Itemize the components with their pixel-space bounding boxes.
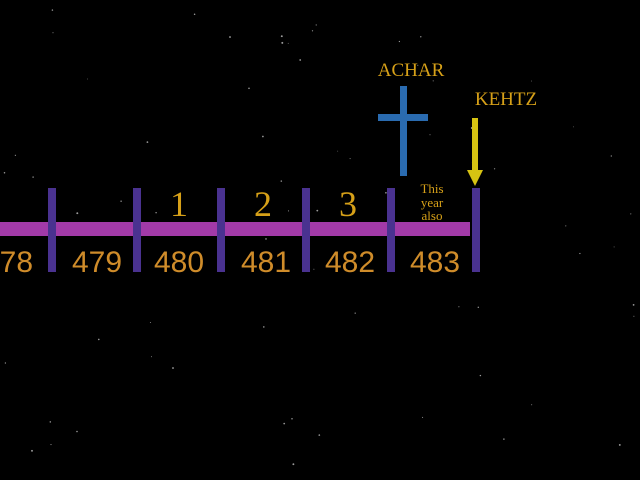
star [87, 78, 88, 80]
kehtz-label: KEHTZ [475, 89, 537, 110]
star [51, 9, 54, 11]
star [229, 36, 231, 38]
tick [217, 188, 225, 272]
star [422, 416, 424, 418]
year-label: 479 [72, 246, 122, 279]
tick [387, 188, 395, 272]
year-label: 480 [154, 246, 204, 279]
star [76, 430, 78, 433]
star [172, 367, 174, 369]
star [31, 449, 33, 452]
note-line: This [420, 181, 443, 196]
star [503, 438, 505, 440]
year-label: 482 [325, 246, 375, 279]
this-year-note: This year also [420, 181, 443, 223]
count-labels: 1 2 3 [170, 184, 357, 224]
star [3, 171, 6, 174]
star [432, 80, 434, 82]
star [155, 212, 157, 214]
star [50, 444, 52, 446]
star [281, 41, 284, 44]
star [311, 30, 314, 32]
tick [472, 188, 480, 272]
star [263, 326, 265, 328]
star [420, 36, 422, 38]
star [479, 374, 482, 377]
star [283, 422, 286, 425]
star [291, 417, 293, 420]
star [318, 434, 321, 436]
count-label: 3 [339, 184, 357, 224]
count-label: 2 [254, 184, 272, 224]
star [4, 362, 7, 364]
count-label: 1 [170, 184, 188, 224]
star [262, 135, 264, 138]
star [292, 463, 295, 466]
star [385, 191, 387, 194]
achar-label: ACHAR [378, 60, 445, 81]
star [120, 200, 122, 202]
star [349, 158, 351, 160]
star [76, 212, 79, 215]
star [280, 180, 283, 182]
note-line: also [422, 208, 443, 223]
star [149, 322, 151, 323]
tick [48, 188, 56, 272]
timeline-bar [0, 222, 470, 236]
tick [302, 188, 310, 272]
arrow-down-icon [467, 118, 483, 186]
star [531, 80, 533, 82]
star [565, 225, 567, 227]
star [14, 154, 17, 156]
star [248, 87, 250, 90]
star [354, 312, 356, 314]
star [193, 13, 196, 15]
star [618, 443, 621, 446]
star [52, 32, 54, 34]
star [316, 209, 319, 212]
timeline-ticks [48, 188, 480, 272]
star [493, 168, 496, 170]
star [633, 315, 635, 317]
star [579, 252, 581, 255]
cross-icon [378, 86, 428, 176]
star [613, 246, 615, 248]
star [287, 210, 290, 212]
year-label: 483 [410, 246, 460, 279]
star [417, 64, 419, 66]
year-label: 478 [0, 246, 33, 279]
star [531, 404, 533, 406]
tick [133, 188, 141, 272]
star [151, 356, 152, 358]
star [313, 268, 315, 270]
star [287, 42, 289, 44]
star [632, 304, 635, 306]
star [337, 150, 339, 152]
star [146, 141, 149, 143]
star [398, 40, 401, 43]
star [573, 126, 575, 128]
star [32, 176, 34, 178]
star [280, 35, 283, 38]
year-labels: 478 479 480 481 482 483 [0, 246, 460, 279]
star [315, 24, 317, 26]
star [429, 134, 431, 136]
star [610, 155, 612, 157]
star [49, 421, 52, 423]
star [630, 213, 632, 215]
star [265, 238, 267, 240]
star [97, 338, 100, 341]
star [299, 59, 302, 61]
year-label: 481 [241, 246, 291, 279]
star [458, 306, 460, 308]
note-line: year [421, 195, 444, 210]
star [477, 306, 480, 309]
